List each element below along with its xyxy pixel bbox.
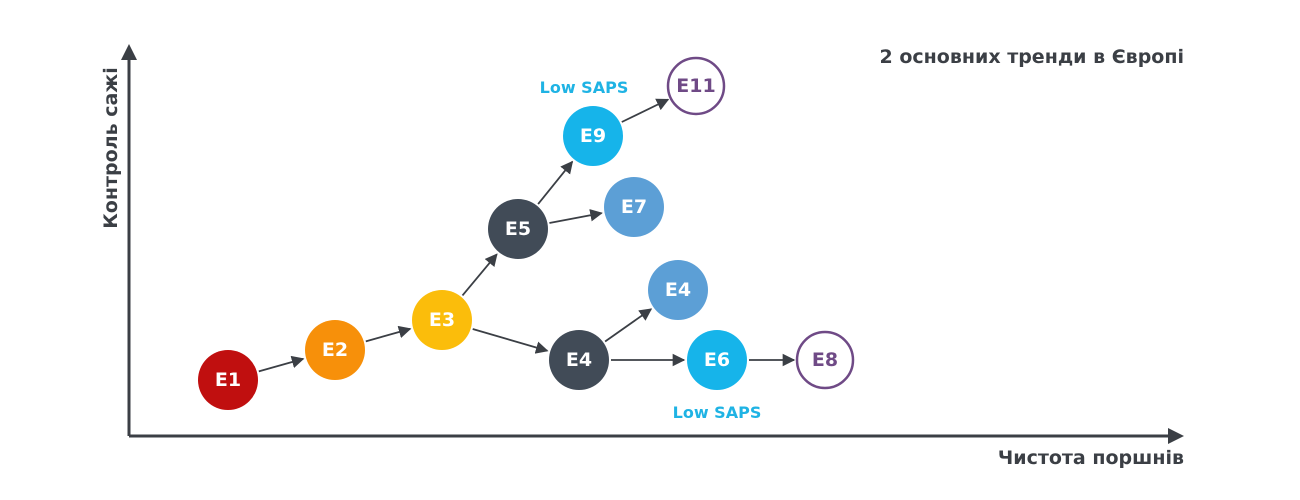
node-e3-circle <box>412 290 472 350</box>
node-e4-main-circle <box>549 330 609 390</box>
node-e4-branch-circle <box>648 260 708 320</box>
node-e1-circle <box>198 350 258 410</box>
node-e3-label: E3 <box>429 309 455 331</box>
node-e9: E9 <box>563 106 623 166</box>
edge-arrow-2 <box>461 253 498 296</box>
node-e6-circle <box>687 330 747 390</box>
node-e4-branch: E4 <box>648 260 708 320</box>
edges <box>258 98 796 373</box>
edge-arrow-1 <box>365 325 412 343</box>
node-e2: E2 <box>305 320 365 380</box>
node-e6: E6 <box>687 330 747 390</box>
node-e2-circle <box>305 320 365 380</box>
node-e8-circle <box>795 330 855 390</box>
node-e11: E11 <box>666 56 726 116</box>
node-e4-main: E4 <box>549 330 609 390</box>
node-e4-branch-label: E4 <box>665 279 691 301</box>
node-e2-label: E2 <box>322 339 348 361</box>
node-e11-label: E11 <box>676 75 715 97</box>
edge-arrow-6 <box>621 98 670 123</box>
node-e7-label: E7 <box>621 196 647 218</box>
node-e11-circle <box>666 56 726 116</box>
node-e9-label: E9 <box>580 125 606 147</box>
y-axis-title: Контроль сажі <box>100 67 122 228</box>
node-e5-circle <box>488 199 548 259</box>
x-axis-arrow-icon <box>1168 428 1184 444</box>
y-axis-arrow-icon <box>121 44 137 60</box>
edge-arrow-7 <box>604 308 653 343</box>
node-e5: E5 <box>488 199 548 259</box>
diagram-title: 2 основних тренди в Європі <box>880 46 1184 68</box>
node-e8-label: E8 <box>812 349 838 371</box>
node-e8: E8 <box>795 330 855 390</box>
node-e1: E1 <box>198 350 258 410</box>
node-e6-label: E6 <box>704 349 730 371</box>
node-e5-label: E5 <box>505 218 531 240</box>
node-e7-circle <box>604 177 664 237</box>
low-saps-note-top: Low SAPS <box>540 78 629 97</box>
node-e1-label: E1 <box>215 369 241 391</box>
edge-arrow-0 <box>258 355 305 373</box>
edge-arrow-5 <box>549 209 603 224</box>
axes <box>121 44 1184 444</box>
edge-arrow-3 <box>472 328 549 354</box>
node-e7: E7 <box>604 177 664 237</box>
low-saps-note-bottom: Low SAPS <box>673 403 762 422</box>
node-e9-circle <box>563 106 623 166</box>
x-axis-title: Чистота поршнів <box>998 447 1184 469</box>
node-e3: E3 <box>412 290 472 350</box>
node-e4-main-label: E4 <box>566 349 592 371</box>
edge-arrow-4 <box>537 160 574 205</box>
nodes: E1 E2 E3 E5 E4 E9 <box>198 56 855 410</box>
